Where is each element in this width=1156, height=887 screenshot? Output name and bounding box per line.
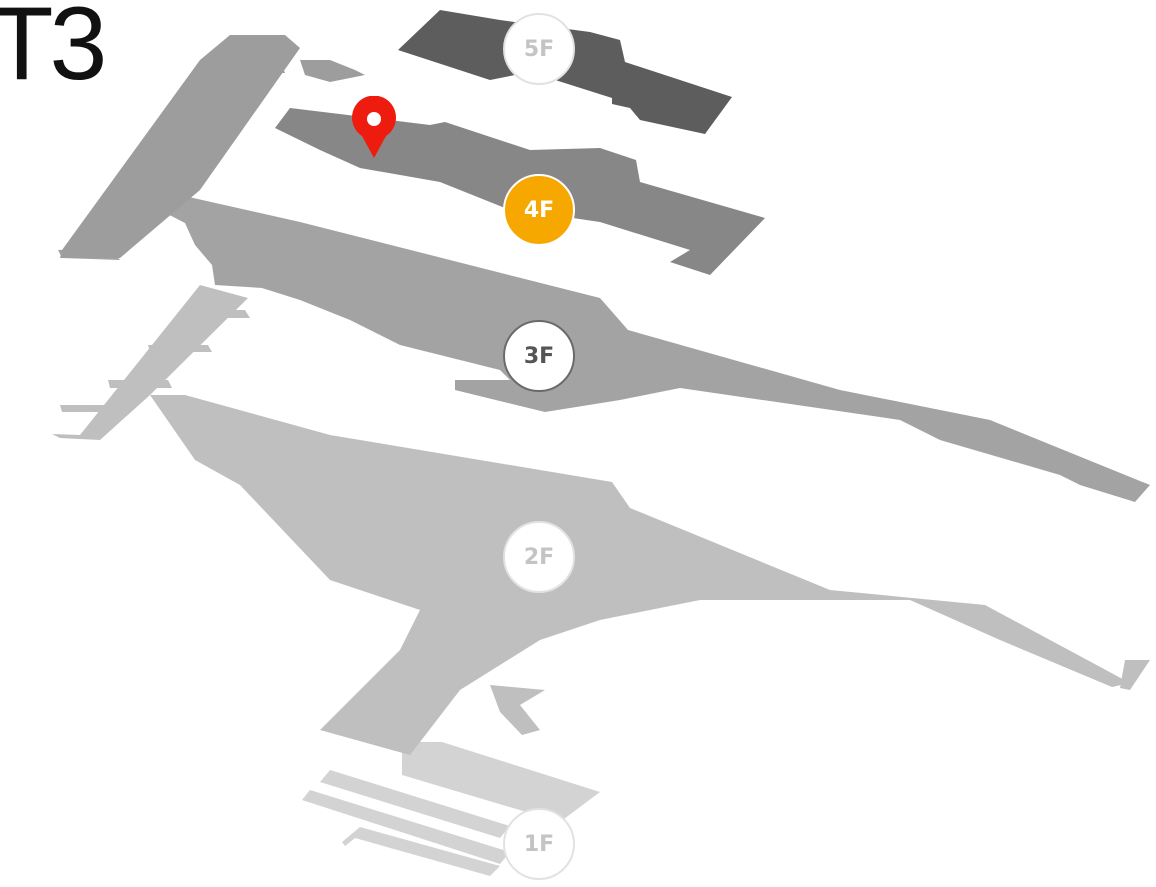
floor-button-2f[interactable]: 2F (503, 521, 575, 593)
floor-button-1f[interactable]: 1F (503, 808, 575, 880)
floor-button-5f[interactable]: 5F (503, 13, 575, 85)
floor-button-3f[interactable]: 3F (503, 320, 575, 392)
floor-button-4f[interactable]: 4F (503, 174, 575, 246)
floor-plan-1f[interactable] (302, 742, 600, 876)
location-pin-icon (352, 96, 396, 158)
terminal-title: T3 (0, 0, 107, 102)
connector-walkways (60, 35, 365, 258)
floor-plan-2f[interactable] (52, 285, 1150, 755)
